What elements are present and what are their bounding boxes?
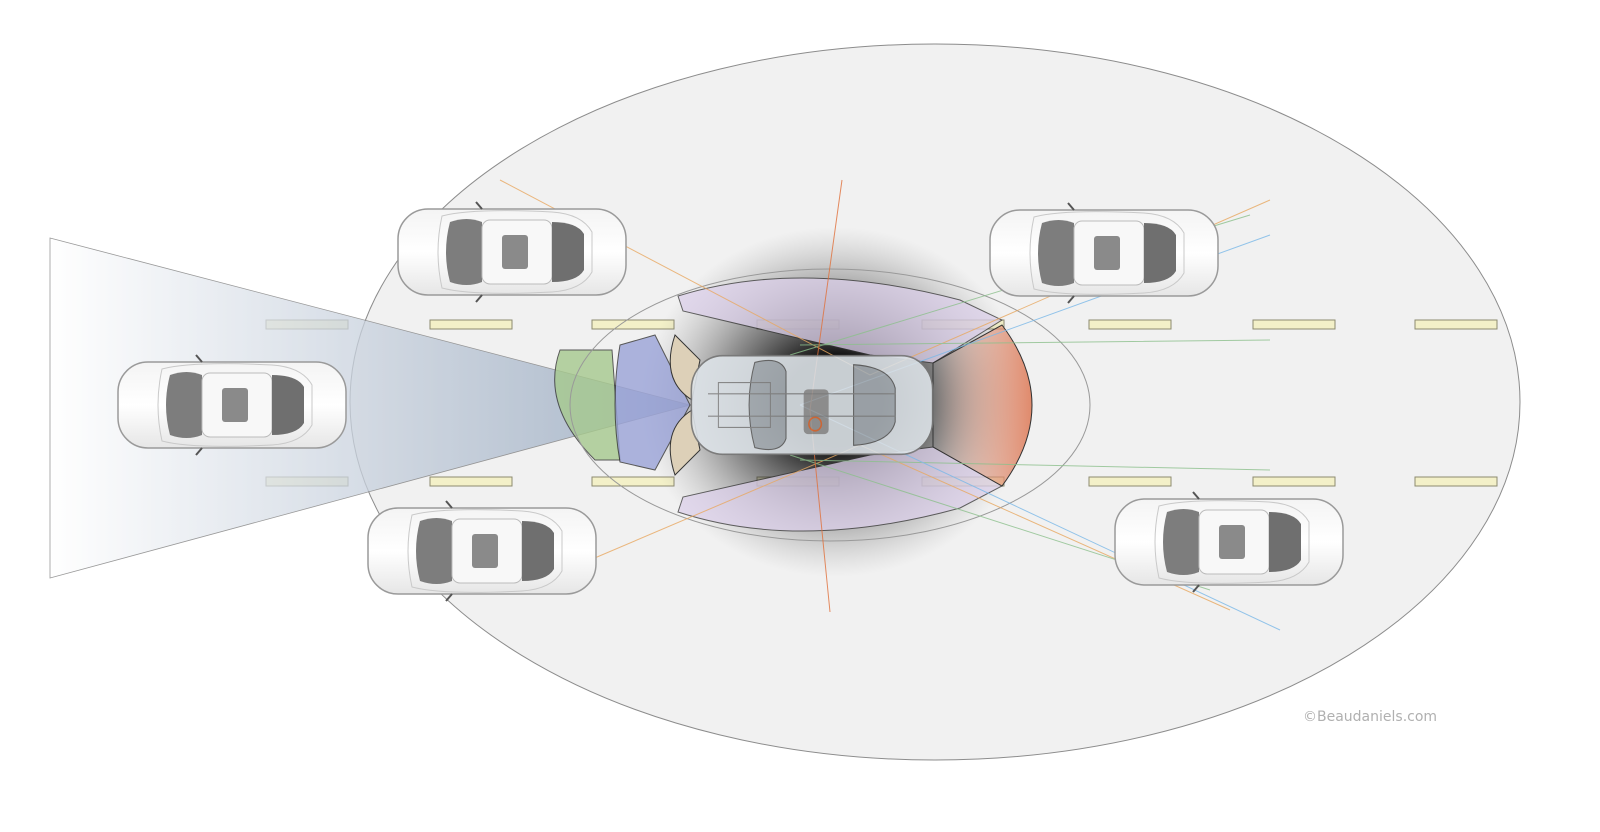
copyright-credit: ©Beaudaniels.com (1303, 709, 1438, 725)
sensor-zone-side-top (677, 277, 1004, 364)
vehicle-top-right (989, 202, 1219, 304)
sensor-zone-rear (932, 324, 1033, 487)
ego-vehicle (690, 354, 934, 456)
vehicle-top-left (397, 201, 627, 303)
sensor-zone-side-bottom (677, 446, 1004, 532)
long-range-radar-cone (49, 237, 692, 579)
vehicle-bottom-left (367, 500, 597, 602)
sensor-zone-front-long (554, 349, 621, 461)
vehicle-bottom-right (1114, 491, 1344, 593)
vehicle-front (117, 354, 347, 456)
